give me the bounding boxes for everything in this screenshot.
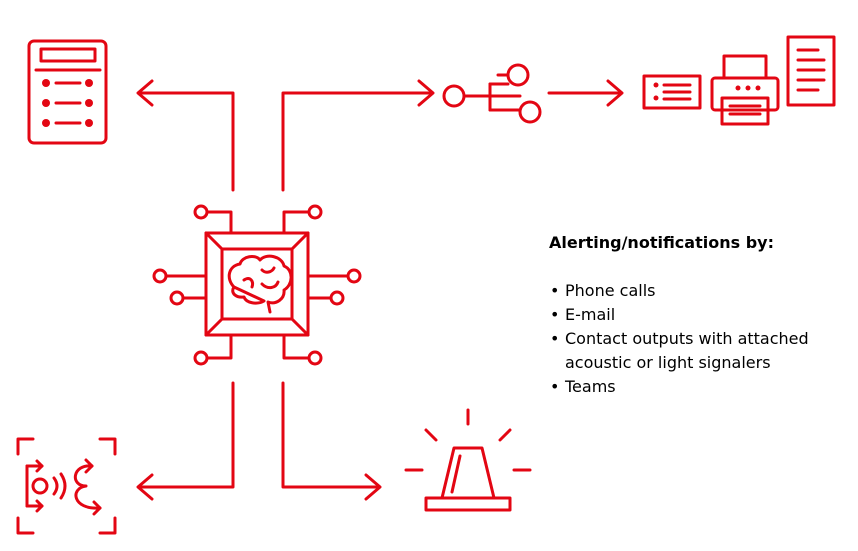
alerting-heading: Alerting/notifications by: bbox=[549, 233, 774, 252]
alerting-info-panel: Alerting/notifications by: Phone calls E… bbox=[549, 233, 849, 399]
control-panel-icon bbox=[27, 39, 108, 145]
list-item: Teams bbox=[550, 375, 849, 399]
card-printer-document-icon bbox=[642, 35, 836, 126]
ai-brain-chip-icon bbox=[152, 204, 362, 366]
list-item: Contact outputs with attached acoustic o… bbox=[550, 327, 849, 375]
flow-arrows bbox=[136, 79, 624, 501]
list-item: Phone calls bbox=[550, 279, 849, 303]
network-switch-icon bbox=[442, 63, 542, 124]
sensor-scan-icon bbox=[16, 437, 117, 535]
alerting-list: Phone calls E-mail Contact outputs with … bbox=[549, 279, 849, 399]
list-item: E-mail bbox=[550, 303, 849, 327]
warning-beacon-icon bbox=[404, 408, 532, 512]
